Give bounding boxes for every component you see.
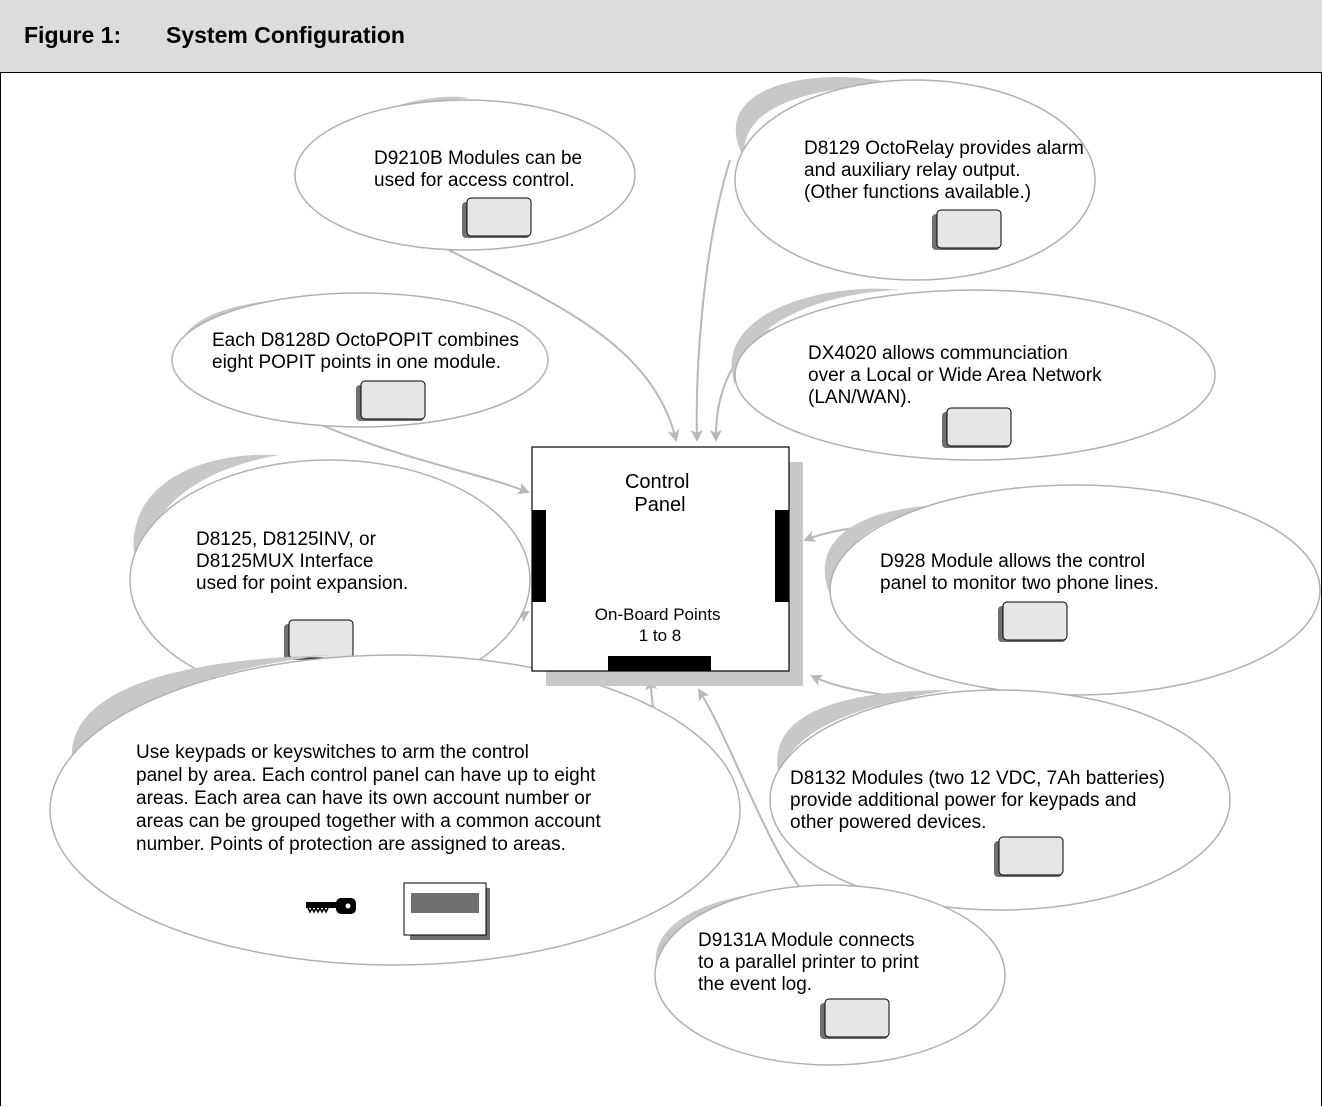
bubble-d8129: D8129 OctoRelay provides alarm and auxil… [734, 77, 1096, 281]
connector-d8129 [690, 159, 731, 442]
d8128d-text: Each D8128D OctoPOPIT combines eight POP… [212, 330, 524, 373]
right-connector-strip [775, 510, 789, 602]
bubble-d9131a: D9131A Module connects to a parallel pri… [654, 884, 1006, 1066]
d9210b-text: D9210B Modules can be used for access co… [374, 148, 587, 191]
d9131a-module-icon [820, 998, 890, 1039]
d928-module-icon [998, 601, 1068, 642]
bubble-d8125: D8125, D8125INV, or D8125MUX Interface u… [129, 454, 531, 701]
control-panel: Control Panel On-Board Points 1 to 8 [531, 446, 803, 686]
bottom-connector-strip [608, 656, 711, 671]
dx4020-module-icon [942, 407, 1012, 448]
d928-text: D928 Module allows the control panel to … [880, 551, 1159, 594]
connector-d9131a [697, 688, 801, 889]
connector-d8128d [309, 419, 530, 495]
d8125-module-icon [284, 619, 354, 660]
bubble-keypads: Use keypads or keyswitches to arm the co… [49, 654, 741, 966]
dx4020-text: DX4020 allows communciation over a Local… [808, 343, 1107, 408]
d8132-module-icon [994, 836, 1064, 877]
keypad-icon [403, 882, 490, 940]
d9210b-module-icon [462, 197, 532, 238]
d8132-text: D8132 Modules (two 12 VDC, 7Ah batteries… [790, 768, 1170, 833]
d8128d-module-icon [356, 380, 426, 421]
key-icon [306, 898, 356, 914]
d9131a-text: D9131A Module connects to a parallel pri… [698, 930, 924, 995]
bubble-d8132: D8132 Modules (two 12 VDC, 7Ah batteries… [769, 689, 1231, 911]
figure-header: Figure 1: System Configuration [0, 0, 1322, 73]
on-board-points-label: On-Board Points 1 to 8 [595, 605, 725, 645]
bubble-dx4020: DX4020 allows communciation over a Local… [731, 288, 1216, 461]
figure-title: System Configuration [166, 22, 405, 48]
connector-d9210b [409, 229, 680, 442]
d8125-text: D8125, D8125INV, or D8125MUX Interface u… [196, 529, 408, 594]
control-panel-title: Control Panel [625, 471, 695, 516]
left-connector-strip [532, 510, 546, 602]
bubble-d928: D928 Module allows the control panel to … [824, 484, 1321, 696]
keypads-text: Use keypads or keyswitches to arm the co… [136, 742, 606, 855]
bubble-d8128d: Each D8128D OctoPOPIT combines eight POP… [171, 292, 549, 428]
d8129-module-icon [932, 209, 1002, 250]
d8129-text: D8129 OctoRelay provides alarm and auxil… [804, 138, 1089, 203]
figure-label: Figure 1: [24, 22, 122, 48]
bubble-d9210b: D9210B Modules can be used for access co… [294, 96, 636, 251]
